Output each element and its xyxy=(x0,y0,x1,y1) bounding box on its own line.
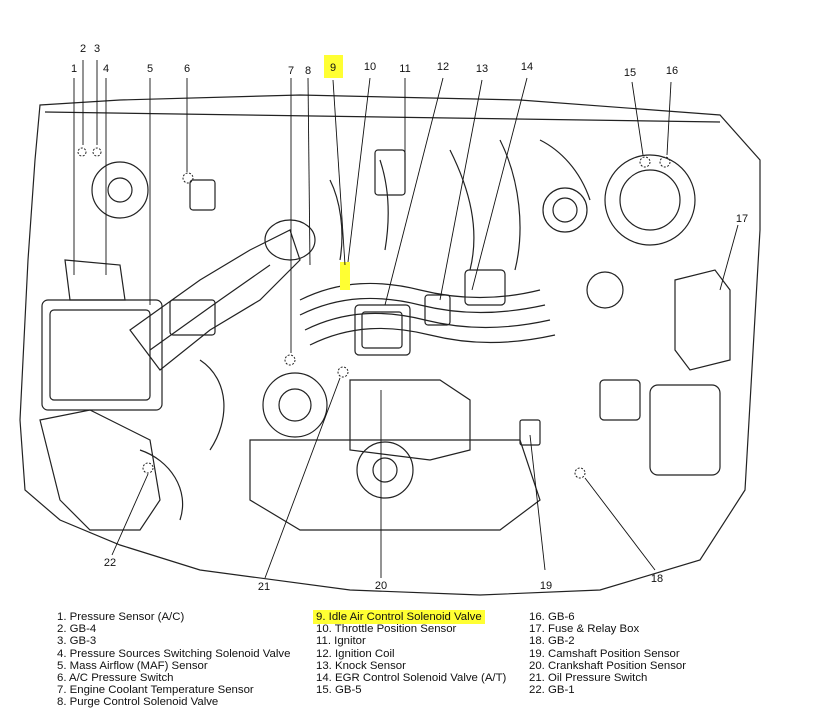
leader-lines xyxy=(73,60,739,579)
callout-number: 19 xyxy=(540,580,552,592)
callout-numbers: 1 2 3 4 5 6 7 8 9 10 11 12 13 14 15 16 1… xyxy=(71,43,748,593)
callout-number: 7 xyxy=(288,65,294,77)
legend-item: 1. Pressure Sensor (A/C) xyxy=(57,611,185,623)
legend-item: 7. Engine Coolant Temperature Sensor xyxy=(57,684,254,697)
legend-item: 8. Purge Control Solenoid Valve xyxy=(57,696,219,709)
legend-item: 2. GB-4 xyxy=(57,623,97,636)
legend-item: 15. GB-5 xyxy=(316,684,362,697)
legend-item: 19. Camshaft Position Sensor xyxy=(529,647,680,660)
callout-number: 16 xyxy=(666,65,678,77)
legend-item: 13. Knock Sensor xyxy=(316,659,406,672)
legend-item: 17. Fuse & Relay Box xyxy=(529,623,640,636)
legend-item: 3. GB-3 xyxy=(57,635,97,648)
legend-item: 21. Oil Pressure Switch xyxy=(529,672,648,685)
callout-number: 11 xyxy=(399,63,410,75)
legend-item: 22. GB-1 xyxy=(529,684,575,697)
callout-number: 6 xyxy=(184,63,190,75)
legend-item: 10. Throttle Position Sensor xyxy=(316,623,457,636)
legend-item: 12. Ignition Coil xyxy=(316,647,395,660)
legend-item: 5. Mass Airflow (MAF) Sensor xyxy=(57,659,208,672)
legend-item: 14. EGR Control Solenoid Valve (A/T) xyxy=(316,672,507,685)
callout-number: 13 xyxy=(476,63,488,75)
engine-line-art xyxy=(19,94,761,596)
callout-9-highlight xyxy=(324,55,343,78)
callout-number: 22 xyxy=(104,557,116,569)
callout-number: 10 xyxy=(364,61,376,73)
callout-number-highlighted: 9 xyxy=(330,62,336,74)
legend-item: 4. Pressure Sources Switching Solenoid V… xyxy=(57,647,291,660)
legend-item: 20. Crankshaft Position Sensor xyxy=(529,659,687,672)
legend-column-2: 9. Idle Air Control Solenoid Valve 10. T… xyxy=(313,610,507,697)
callout-number: 14 xyxy=(521,61,533,73)
legend-item-highlighted: 9. Idle Air Control Solenoid Valve xyxy=(313,610,506,624)
legend-column-1: 1. Pressure Sensor (A/C) 2. GB-4 3. GB-3… xyxy=(57,611,290,709)
engine-compartment-diagram: 1 2 3 4 5 6 7 8 9 10 11 12 13 14 15 16 1… xyxy=(19,43,761,596)
callout-number: 2 xyxy=(80,43,86,55)
legend-column-3: 16. GB-6 17. Fuse & Relay Box 18. GB-2 1… xyxy=(529,611,686,696)
legend-item: 6. A/C Pressure Switch xyxy=(57,672,174,685)
legend-item: 11. Ignitor xyxy=(316,635,366,648)
callout-number: 1 xyxy=(71,63,77,75)
callout-number: 12 xyxy=(437,61,449,73)
legend-item: 16. GB-6 xyxy=(529,611,575,623)
callout-number: 20 xyxy=(375,580,387,592)
callout-number: 4 xyxy=(103,63,109,75)
callout-number: 8 xyxy=(305,65,311,77)
callout-number: 5 xyxy=(147,63,153,75)
callout-number: 3 xyxy=(94,43,100,55)
ground-points xyxy=(77,147,671,479)
callout-number: 17 xyxy=(736,213,748,225)
callout-number: 21 xyxy=(258,581,270,593)
legend-item: 18. GB-2 xyxy=(529,635,575,648)
legend-highlight: 9. Idle Air Control Solenoid Valve xyxy=(313,610,485,624)
callout-number: 18 xyxy=(651,573,663,585)
callout-number: 15 xyxy=(624,67,636,79)
highlighted-component-mark xyxy=(340,262,350,290)
